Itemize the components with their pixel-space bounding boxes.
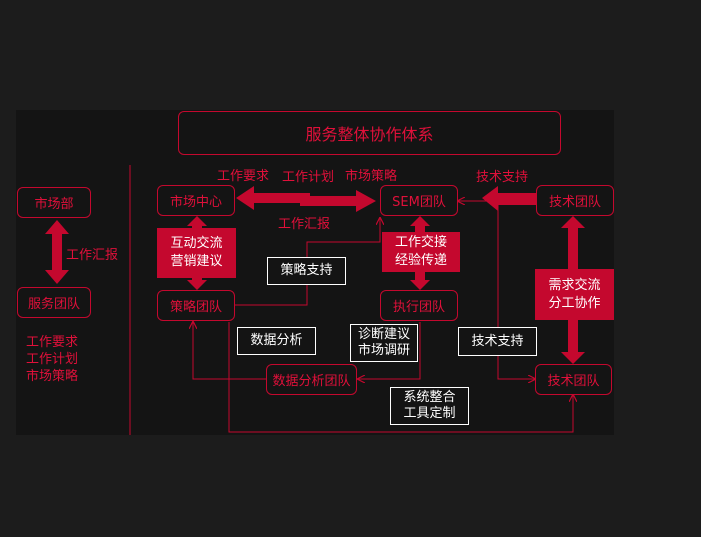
block-line: 需求交流 — [548, 277, 601, 293]
wbox-diagnosis: 诊断建议 市场调研 — [350, 324, 418, 362]
label-tech-support-top: 技术支持 — [476, 170, 529, 185]
block-line: 工作交接 — [394, 235, 447, 250]
node-service-team: 服务团队 — [17, 287, 91, 318]
node-sem-team: SEM团队 — [380, 185, 458, 216]
line-sem-tech — [497, 205, 535, 379]
wbox-line: 市场调研 — [357, 343, 410, 358]
line-strategy-sem — [235, 218, 380, 306]
block-handover: 工作交接 经验传递 — [382, 232, 460, 272]
label-work-plan: 工作计划 — [282, 170, 335, 185]
wbox-line: 诊断建议 — [357, 327, 410, 342]
wbox-system: 系统整合 工具定制 — [390, 387, 469, 425]
block-line: 营销建议 — [170, 254, 223, 269]
arrow-center-sem-lower — [300, 190, 376, 212]
left-list-item: 工作要求 — [26, 335, 79, 350]
arrow-tech-sem — [482, 186, 536, 211]
line-strategy-tech — [228, 322, 573, 433]
wbox-line: 工具定制 — [403, 406, 456, 421]
arrow-market-service — [45, 220, 69, 284]
node-market-center: 市场中心 — [157, 185, 235, 216]
node-strategy-team: 策略团队 — [157, 290, 235, 321]
label-left-list: 工作要求 工作计划 市场策略 — [26, 334, 78, 385]
node-tech-team-top: 技术团队 — [536, 185, 614, 216]
block-line: 分工协作 — [548, 295, 601, 311]
left-list-item: 市场策略 — [26, 369, 79, 384]
label-work-report-mid: 工作汇报 — [278, 217, 331, 232]
wbox-line: 技术支持 — [471, 333, 524, 349]
line-exec-data — [358, 322, 421, 379]
left-list-item: 工作计划 — [26, 352, 79, 367]
line-data-strategy — [193, 322, 267, 380]
label-work-report-left: 工作汇报 — [66, 248, 119, 263]
node-market-dept: 市场部 — [17, 187, 91, 218]
wbox-data-analysis: 数据分析 — [237, 327, 316, 355]
block-interact: 互动交流 营销建议 — [157, 228, 236, 278]
wbox-line: 系统整合 — [403, 390, 456, 405]
node-data-team: 数据分析团队 — [266, 364, 357, 395]
block-line: 经验传递 — [394, 253, 447, 268]
node-tech-team-bottom: 技术团队 — [535, 364, 612, 395]
arrow-center-sem-upper — [236, 186, 310, 210]
label-work-req: 工作要求 — [217, 169, 270, 184]
label-market-strategy: 市场策略 — [345, 169, 398, 184]
node-exec-team: 执行团队 — [380, 290, 458, 321]
wbox-line: 策略支持 — [280, 263, 333, 278]
wbox-strategy-support: 策略支持 — [267, 257, 346, 285]
block-line: 互动交流 — [170, 236, 223, 251]
wbox-tech-support: 技术支持 — [458, 327, 537, 356]
page-title: 服务整体协作体系 — [178, 111, 561, 155]
block-needs: 需求交流 分工协作 — [535, 269, 614, 320]
wbox-line: 数据分析 — [250, 333, 303, 348]
